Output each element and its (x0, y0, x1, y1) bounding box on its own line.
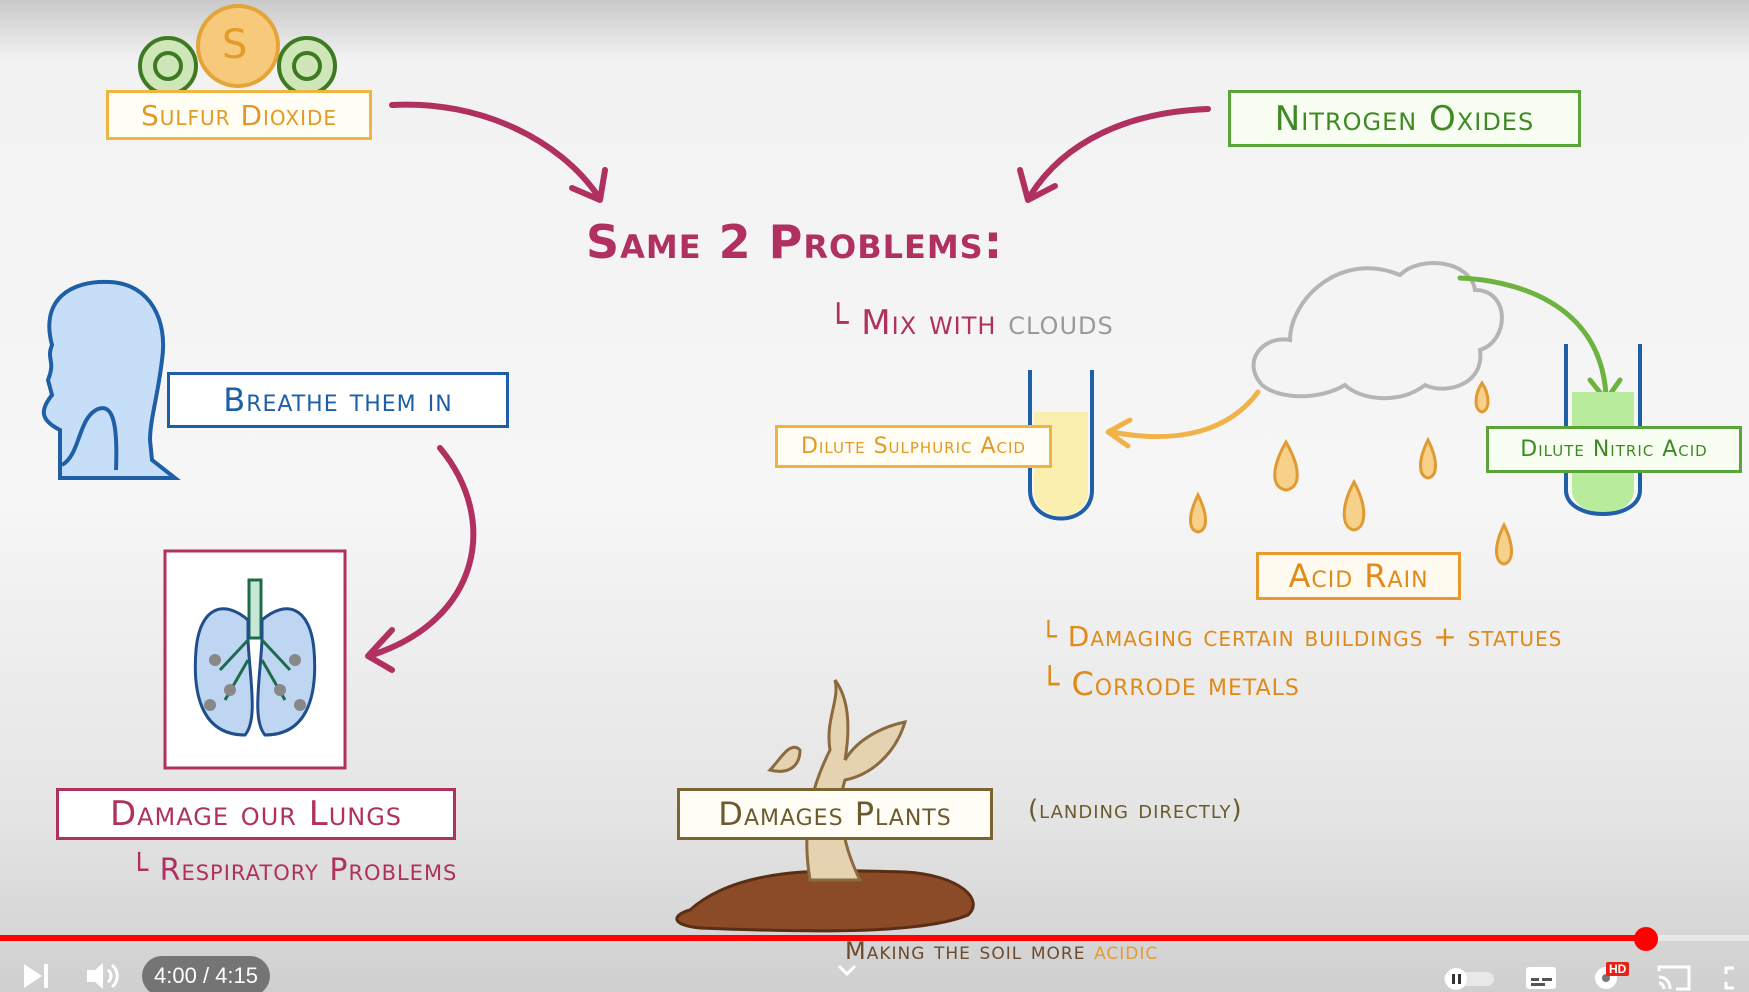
damage-lungs-box: Damage our Lungs (56, 788, 456, 840)
progress-scrubber[interactable] (1633, 927, 1658, 951)
nitrogen-oxides-box: Nitrogen Oxides (1228, 90, 1581, 147)
dilute-sulphuric-box: Dilute Sulphuric Acid (775, 425, 1052, 468)
bullet-mark: └ (1040, 665, 1072, 703)
mix-with-clouds-line: └ Mix with clouds (828, 303, 1114, 343)
time-current: 4:00 (154, 963, 197, 988)
hd-badge: HD (1606, 962, 1630, 976)
arrow-nox (1027, 106, 1211, 199)
next-icon[interactable] (22, 962, 52, 990)
lungs-icon (193, 578, 317, 737)
corrode-metals-text: └ Corrode metals (1040, 665, 1300, 703)
time-display: 4:00 / 4:15 (142, 956, 270, 992)
landing-directly-text: (landing directly) (1028, 795, 1243, 825)
autoplay-toggle-icon[interactable] (1440, 966, 1498, 990)
damages-plants-box: Damages Plants (677, 788, 993, 840)
bullet-mark: └ (828, 303, 862, 343)
subtitles-icon[interactable] (1524, 964, 1558, 992)
progress-fill (0, 935, 1646, 941)
caption-highlight: acidic (1094, 937, 1159, 965)
cast-icon[interactable] (1656, 962, 1692, 992)
caption-prefix: Making the soil more (845, 937, 1095, 965)
chevron-down-icon[interactable] (836, 962, 858, 978)
caption-line: Making the soil more acidic (845, 937, 1158, 965)
damaging-buildings-text: └ Damaging certain buildings + statues (1040, 620, 1562, 653)
arrow-breathe (369, 445, 477, 658)
human-head-icon (41, 279, 181, 480)
settings-icon[interactable]: HD (1590, 960, 1630, 992)
bullet-mark: └ (1040, 620, 1068, 653)
clouds-text: clouds (1008, 303, 1114, 343)
damaging-buildings-label: Damaging certain buildings + statues (1067, 620, 1563, 653)
corrode-metals-label: Corrode metals (1071, 665, 1300, 703)
arrow-so2 (389, 101, 601, 199)
dilute-nitric-box: Dilute Nitric Acid (1486, 426, 1742, 473)
breathe-box: Breathe them in (167, 372, 509, 428)
sulfur-dioxide-molecule-icon (138, 4, 337, 96)
same-problems-heading: Same 2 Problems: (586, 215, 1004, 269)
respiratory-label: Respiratory Problems (159, 853, 458, 888)
respiratory-text: └ Respiratory Problems (130, 853, 457, 888)
cloud-icon (1251, 261, 1504, 401)
volume-icon[interactable] (85, 960, 121, 992)
time-separator: / (196, 963, 216, 988)
progress-bar[interactable] (0, 927, 1749, 951)
mix-with-text: Mix with (861, 303, 997, 343)
sulfur-symbol: S (222, 22, 249, 68)
time-total: 4:15 (215, 963, 258, 988)
bullet-mark: └ (130, 853, 160, 888)
sulfur-dioxide-box: Sulfur Dioxide (106, 90, 372, 140)
raindrops-icon (1189, 380, 1513, 566)
fullscreen-icon[interactable] (1722, 964, 1749, 992)
acid-rain-box: Acid Rain (1256, 552, 1461, 600)
